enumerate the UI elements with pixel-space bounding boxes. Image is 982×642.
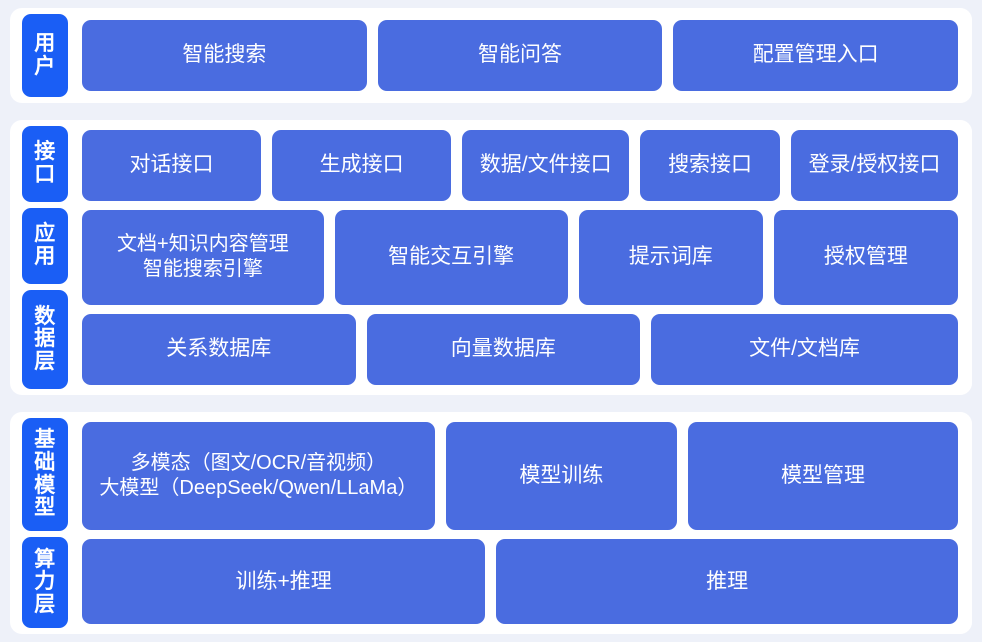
box-doc-knowledge-management[interactable]: 文档+知识内容管理 智能搜索引擎 bbox=[82, 210, 324, 305]
box-inference[interactable]: 推理 bbox=[496, 539, 958, 624]
rail-middle: 接口 应用 数据层 bbox=[10, 120, 72, 395]
rail-tab-label: 用户 bbox=[34, 31, 56, 78]
rail-users: 用户 bbox=[10, 8, 72, 103]
box-dialog-interface[interactable]: 对话接口 bbox=[82, 130, 262, 202]
rail-tab-foundation-model[interactable]: 基础模型 bbox=[22, 418, 68, 532]
box-config-management-entry[interactable]: 配置管理入口 bbox=[673, 20, 959, 91]
row-user-entries: 智能搜索 智能问答 配置管理入口 bbox=[82, 20, 959, 91]
box-prompt-library[interactable]: 提示词库 bbox=[578, 210, 763, 305]
panel-users: 智能搜索 智能问答 配置管理入口 bbox=[72, 8, 972, 103]
panel-base: 多模态（图文/OCR/音视频） 大模型（DeepSeek/Qwen/LLaMa）… bbox=[72, 412, 972, 634]
panel-middle: 对话接口 生成接口 数据/文件接口 搜索接口 登录/授权接口 文档+知识内容管理… bbox=[72, 120, 972, 395]
rail-tab-interface[interactable]: 接口 bbox=[22, 126, 68, 203]
section-base: 基础模型 算力层 多模态（图文/OCR/音视频） 大模型（DeepSeek/Qw… bbox=[10, 412, 972, 634]
row-models: 多模态（图文/OCR/音视频） 大模型（DeepSeek/Qwen/LLaMa）… bbox=[82, 422, 958, 531]
box-smart-interaction-engine[interactable]: 智能交互引擎 bbox=[334, 210, 568, 305]
rail-base: 基础模型 算力层 bbox=[10, 412, 72, 634]
box-file-document-store[interactable]: 文件/文档库 bbox=[651, 313, 959, 385]
rail-tab-label: 基础模型 bbox=[34, 428, 56, 520]
box-multimodal-llm[interactable]: 多模态（图文/OCR/音视频） 大模型（DeepSeek/Qwen/LLaMa） bbox=[82, 422, 435, 531]
rail-tab-application[interactable]: 应用 bbox=[22, 208, 68, 285]
rail-tab-label: 数据层 bbox=[34, 304, 56, 373]
box-model-training[interactable]: 模型训练 bbox=[445, 422, 678, 531]
section-users: 用户 智能搜索 智能问答 配置管理入口 bbox=[10, 8, 972, 103]
row-applications: 文档+知识内容管理 智能搜索引擎 智能交互引擎 提示词库 授权管理 bbox=[82, 210, 958, 305]
box-smart-qa[interactable]: 智能问答 bbox=[377, 20, 663, 91]
box-search-interface[interactable]: 搜索接口 bbox=[640, 130, 780, 202]
rail-tab-label: 应用 bbox=[34, 222, 56, 269]
rail-tab-label: 算力层 bbox=[34, 547, 56, 617]
row-interfaces: 对话接口 生成接口 数据/文件接口 搜索接口 登录/授权接口 bbox=[82, 130, 958, 202]
box-vector-database[interactable]: 向量数据库 bbox=[366, 313, 641, 385]
box-data-file-interface[interactable]: 数据/文件接口 bbox=[462, 130, 630, 202]
rail-tab-user[interactable]: 用户 bbox=[22, 14, 68, 97]
box-generation-interface[interactable]: 生成接口 bbox=[272, 130, 452, 202]
box-model-management[interactable]: 模型管理 bbox=[688, 422, 958, 531]
box-login-auth-interface[interactable]: 登录/授权接口 bbox=[790, 130, 958, 202]
box-authorization-management[interactable]: 授权管理 bbox=[773, 210, 958, 305]
row-data-stores: 关系数据库 向量数据库 文件/文档库 bbox=[82, 313, 959, 385]
rail-tab-data-layer[interactable]: 数据层 bbox=[22, 290, 68, 389]
rail-tab-label: 接口 bbox=[34, 140, 56, 187]
box-relational-database[interactable]: 关系数据库 bbox=[82, 313, 356, 385]
section-middle: 接口 应用 数据层 对话接口 生成接口 数据/文件接口 搜索接口 登录/授权接口… bbox=[10, 120, 972, 395]
box-smart-search[interactable]: 智能搜索 bbox=[82, 20, 367, 91]
row-compute: 训练+推理 推理 bbox=[82, 539, 958, 624]
box-training-and-inference[interactable]: 训练+推理 bbox=[82, 539, 486, 624]
rail-tab-compute-layer[interactable]: 算力层 bbox=[22, 537, 68, 629]
